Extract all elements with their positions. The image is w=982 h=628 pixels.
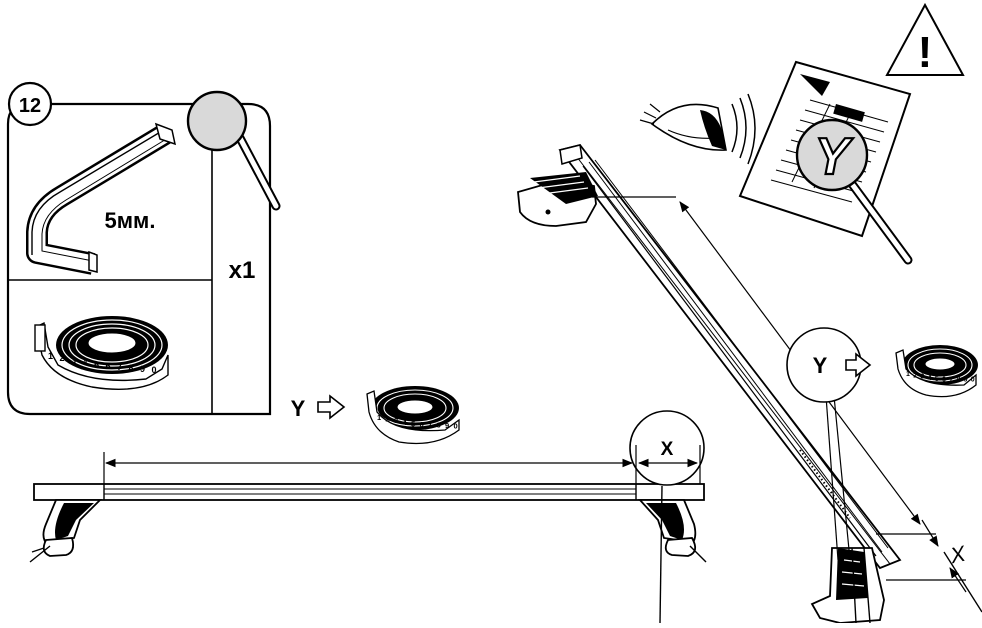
label-y-magnified: Y <box>815 128 854 186</box>
tape-digit: 9 <box>140 364 145 374</box>
tape-digit: 3 <box>920 374 924 381</box>
tape-digit: 8 <box>437 421 441 430</box>
magnifier-icon: Y <box>795 118 913 265</box>
tape-digit: 5 <box>411 419 415 428</box>
tape-digit: 0 <box>152 365 157 375</box>
tape-digit: 8 <box>956 377 960 384</box>
tape-digit: 3 <box>71 355 76 365</box>
label-x: X <box>661 439 674 460</box>
tape-digit: 4 <box>83 358 88 368</box>
tape-digit: 1 <box>906 371 910 378</box>
tape-digit: 6 <box>106 361 111 371</box>
tape-digit: 0 <box>454 421 458 430</box>
tape-digit: 1 <box>377 413 381 422</box>
step-number: 12 <box>19 95 41 117</box>
allen-key-icon <box>26 122 177 275</box>
tape-digit: 8 <box>129 363 134 373</box>
bottom-foot <box>810 547 885 624</box>
tape-digit: 5 <box>935 376 939 383</box>
eye-icon <box>639 93 756 165</box>
tape-digit: 9 <box>964 377 968 384</box>
tape-digit: 4 <box>403 418 408 427</box>
magnifier-icon <box>186 90 281 211</box>
tape-digit: 2 <box>60 353 65 363</box>
left-foot <box>29 499 103 563</box>
label-x-offset: X <box>947 541 969 569</box>
warning-triangle-icon: ! <box>885 2 965 77</box>
tape-digit: 6 <box>942 376 946 383</box>
top-foot <box>517 172 598 227</box>
warning-symbol: ! <box>918 28 933 77</box>
outline-arrow-right-icon <box>845 352 872 378</box>
tape-digit: 1 <box>48 351 53 361</box>
right-foot <box>637 499 707 563</box>
tape-digit: 9 <box>445 421 449 430</box>
tape-digit: 7 <box>428 420 432 429</box>
tape-digit: 2 <box>386 415 390 424</box>
tape-digit: 7 <box>949 376 953 383</box>
label-y-left: Y <box>291 396 306 421</box>
roof-bar-front-view: X <box>29 410 707 624</box>
outline-arrow-right-icon <box>317 394 346 420</box>
tape-digit: 3 <box>394 416 398 425</box>
label-y-detail: Y <box>813 353 828 378</box>
tape-digit: 5 <box>94 360 99 370</box>
tape-digit: 7 <box>117 362 122 372</box>
detail-circle-y: Y <box>786 327 872 561</box>
tape-digit: 4 <box>928 375 932 382</box>
tool-size-label: 5мм. <box>105 208 156 233</box>
tape-digit: 6 <box>420 420 424 429</box>
quantity-label: x1 <box>229 257 256 284</box>
tape-digit: 2 <box>913 372 917 379</box>
step-badge: 12 <box>7 81 53 127</box>
tape-digit: 0 <box>971 377 975 384</box>
